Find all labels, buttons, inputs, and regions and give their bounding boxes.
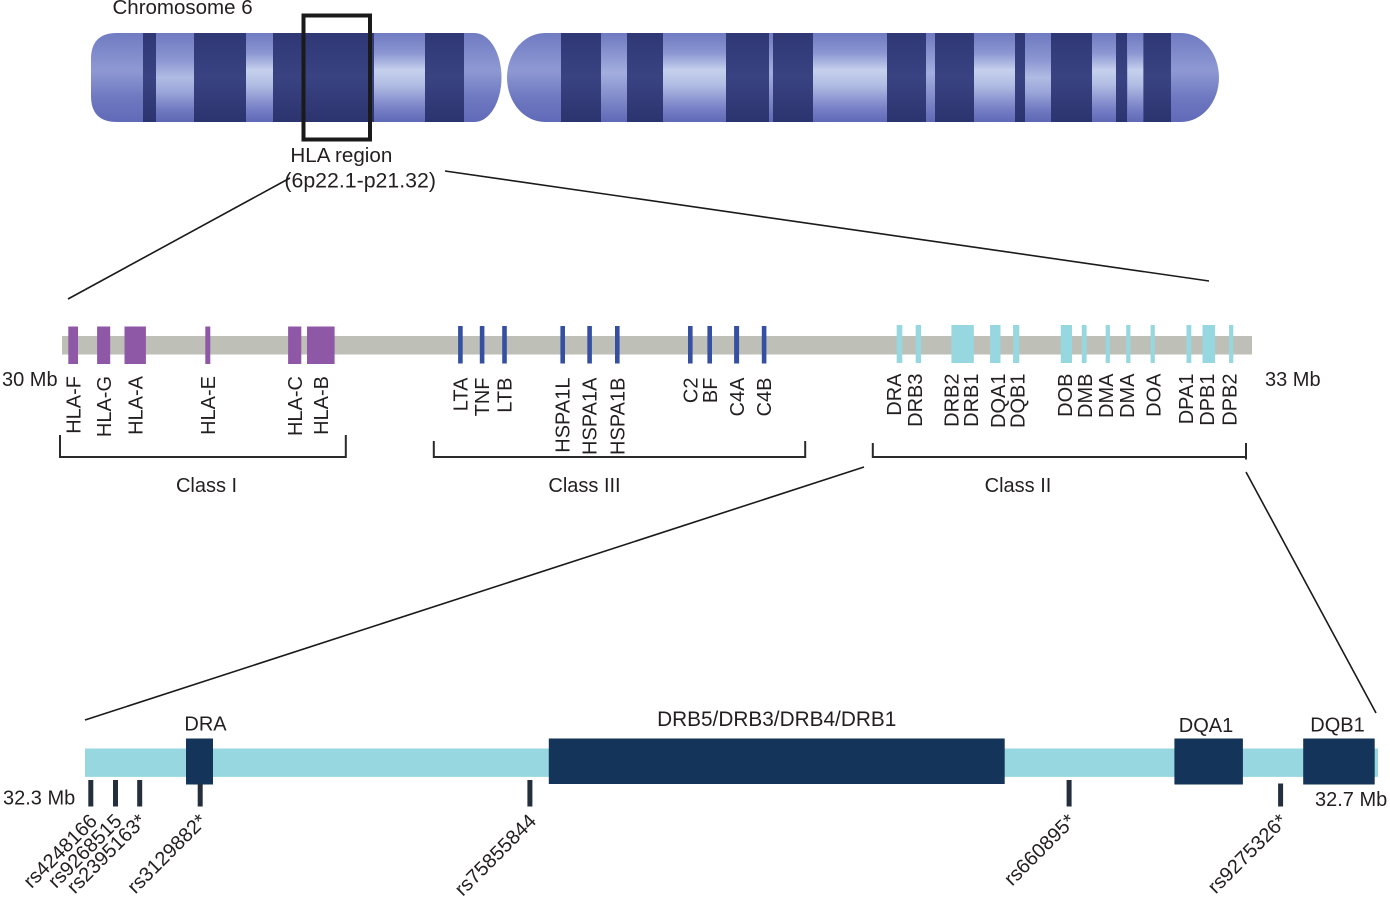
svg-text:DRB3: DRB3 — [905, 374, 927, 427]
svg-text:Chromosome 6: Chromosome 6 — [113, 0, 253, 19]
svg-text:DQB1: DQB1 — [1310, 715, 1364, 737]
svg-text:Class II: Class II — [985, 475, 1052, 497]
svg-text:C2: C2 — [681, 378, 703, 404]
svg-text:DPA1: DPA1 — [1176, 374, 1198, 425]
svg-text:(6p22.1-p21.32): (6p22.1-p21.32) — [284, 169, 436, 193]
svg-text:HLA-B: HLA-B — [311, 376, 333, 435]
svg-text:TNF: TNF — [472, 378, 494, 417]
svg-text:LTB: LTB — [495, 378, 517, 413]
svg-text:rs9275326*: rs9275326* — [1204, 810, 1292, 898]
svg-text:30 Mb: 30 Mb — [2, 369, 58, 391]
svg-text:DRA: DRA — [884, 373, 906, 416]
svg-text:32.7 Mb: 32.7 Mb — [1315, 789, 1387, 811]
svg-text:DRB1: DRB1 — [961, 374, 983, 427]
svg-text:DMA: DMA — [1096, 373, 1118, 418]
svg-text:Class I: Class I — [176, 475, 237, 497]
svg-text:DOA: DOA — [1144, 373, 1166, 417]
svg-text:BF: BF — [700, 378, 722, 404]
svg-text:DOB: DOB — [1055, 374, 1077, 417]
svg-text:HSPA1B: HSPA1B — [608, 378, 630, 455]
svg-text:HLA-F: HLA-F — [63, 376, 85, 434]
svg-text:HLA-E: HLA-E — [198, 376, 220, 435]
svg-text:rs75855844: rs75855844 — [451, 810, 541, 900]
svg-text:C4A: C4A — [727, 377, 749, 417]
svg-text:HLA-C: HLA-C — [285, 376, 307, 436]
svg-text:DRB5/DRB3/DRB4/DRB1: DRB5/DRB3/DRB4/DRB1 — [657, 708, 896, 731]
svg-text:DMB: DMB — [1075, 374, 1097, 418]
svg-text:rs660895*: rs660895* — [1000, 810, 1080, 890]
svg-text:DRB2: DRB2 — [942, 374, 964, 427]
svg-text:HLA-A: HLA-A — [125, 375, 147, 435]
svg-text:DRA: DRA — [184, 714, 227, 736]
svg-text:HLA-G: HLA-G — [94, 376, 116, 437]
svg-text:DMA: DMA — [1117, 373, 1139, 418]
svg-text:DQA1: DQA1 — [1179, 715, 1233, 737]
svg-text:DPB2: DPB2 — [1219, 374, 1241, 426]
svg-text:LTA: LTA — [451, 377, 473, 411]
svg-text:C4B: C4B — [754, 378, 776, 417]
svg-text:Class III: Class III — [548, 475, 620, 497]
svg-text:33 Mb: 33 Mb — [1265, 369, 1321, 391]
svg-text:DQB1: DQB1 — [1008, 374, 1030, 428]
svg-text:HLA region: HLA region — [290, 144, 392, 167]
svg-text:32.3 Mb: 32.3 Mb — [3, 788, 75, 810]
svg-text:DPB1: DPB1 — [1197, 374, 1219, 426]
svg-text:DQA1: DQA1 — [988, 374, 1010, 428]
svg-text:HSPA1L: HSPA1L — [553, 378, 575, 453]
svg-text:HSPA1A: HSPA1A — [580, 377, 602, 455]
